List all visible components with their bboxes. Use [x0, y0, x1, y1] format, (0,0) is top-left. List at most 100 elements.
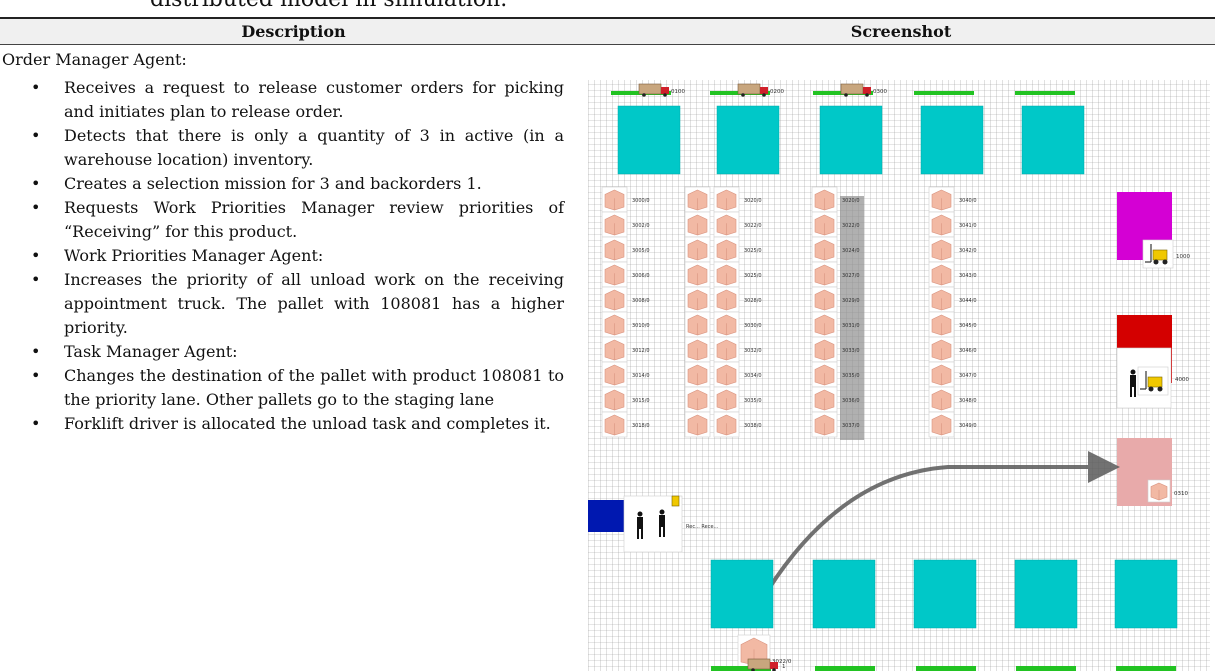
forklift-body	[1147, 376, 1163, 388]
truck-trailer	[840, 83, 864, 95]
person-body	[637, 517, 643, 529]
pallet-icon	[928, 286, 955, 313]
rack-slot-label: 3032/0	[744, 348, 762, 354]
person-body	[659, 515, 665, 527]
truck-wheel	[741, 93, 745, 97]
pallet-icon	[713, 236, 740, 263]
description-item-text: Changes the destination of the pallet wi…	[64, 366, 564, 409]
rack-slot-label: 3035/0	[744, 398, 762, 404]
rack-slot-label: 3020/0	[744, 198, 762, 204]
rack-slot-label: 3008/0	[632, 298, 650, 304]
bullet-icon: •	[31, 198, 41, 217]
description-item-text: Receives a request to release customer o…	[64, 78, 564, 121]
pallet-icon	[928, 311, 955, 338]
bay-bottom	[710, 559, 774, 629]
rack-slot-label: 3015/0	[632, 398, 650, 404]
pallet-icon	[601, 361, 628, 388]
pallet-icon	[928, 411, 955, 438]
pallet-icon	[811, 361, 838, 388]
bay-top	[617, 105, 681, 175]
truck-cab	[760, 87, 768, 94]
header-screenshot: Screenshot	[850, 22, 952, 41]
description-item-text: Detects that there is only a quantity of…	[64, 126, 564, 169]
bullet-icon: •	[31, 246, 41, 265]
order-manager-heading: Order Manager Agent:	[2, 50, 187, 69]
rack-slot-label: 3034/0	[744, 373, 762, 379]
pallet-icon	[713, 361, 740, 388]
truck-cab	[863, 87, 871, 94]
pallet-icon	[684, 336, 711, 363]
pallet-icon	[713, 186, 740, 213]
truck-label: 0100	[671, 89, 685, 95]
pallet-icon	[713, 386, 740, 413]
pallet-icon	[811, 236, 838, 263]
area-label: 0310	[1174, 491, 1188, 497]
rack-slot-label: 3014/0	[632, 373, 650, 379]
pallet-icon	[811, 186, 838, 213]
area-blue	[588, 500, 624, 532]
rack-slot-label: 3036/0	[842, 398, 860, 404]
description-item-text: Increases the priority of all unload wor…	[64, 270, 564, 337]
pallet-icon	[928, 386, 955, 413]
pallet-icon	[601, 311, 628, 338]
person-body	[1130, 375, 1136, 387]
truck-icon	[737, 83, 768, 97]
truck-wheel	[844, 93, 848, 97]
pallet-icon	[811, 211, 838, 238]
bullet-icon: •	[31, 342, 41, 361]
rack-slot-label: 3042/0	[959, 248, 977, 254]
receiving-label: Rec... Rece...	[686, 524, 719, 530]
pallet-icon	[601, 336, 628, 363]
forklift-wheel	[1148, 386, 1154, 392]
bullet-icon: •	[31, 366, 41, 385]
forklift-icon	[1137, 366, 1169, 396]
bullet-icon: •	[31, 414, 41, 433]
rack-slot-label: 3002/0	[632, 223, 650, 229]
bay-bottom	[1114, 559, 1178, 629]
description-item: •Requests Work Priorities Manager review…	[0, 196, 564, 244]
rack-slot-label: 3029/0	[842, 298, 860, 304]
dock-bar-top	[914, 91, 974, 95]
description-item: •Creates a selection mission for 3 and b…	[0, 172, 564, 196]
rack-slot-label: 3048/0	[959, 398, 977, 404]
pallet-icon	[713, 261, 740, 288]
truck-trailer	[638, 83, 662, 95]
dock-bar-bottom	[711, 666, 771, 671]
bay-top	[716, 105, 780, 175]
area-label: 1000	[1176, 254, 1190, 260]
pallet-icon	[713, 311, 740, 338]
pick-aisle-shadow	[840, 196, 864, 440]
table-header-background	[0, 19, 1215, 44]
rack-slot-label: 3040/0	[959, 198, 977, 204]
description-cell: Order Manager Agent: • Receives a request…	[0, 48, 580, 436]
truck-wheel	[762, 93, 766, 97]
truck-wheel	[865, 93, 869, 97]
table-header-rule	[0, 44, 1215, 45]
pallet-icon	[928, 261, 955, 288]
rack-slot-label: 3031/0	[842, 323, 860, 329]
description-list: • Receives a request to release customer …	[0, 76, 580, 436]
pallet-icon	[713, 336, 740, 363]
pallet-icon	[713, 286, 740, 313]
truck-trailer	[737, 83, 761, 95]
person-icon	[637, 511, 643, 539]
truck-label: 1	[782, 664, 786, 670]
rack-slot-label: 3018/0	[632, 423, 650, 429]
rack-slot-label: 3005/0	[632, 248, 650, 254]
rack-slot-label: 3037/0	[842, 423, 860, 429]
pallet-icon	[713, 211, 740, 238]
description-item: •Task Manager Agent:	[0, 340, 564, 364]
person-head	[637, 511, 643, 517]
truck-icon	[638, 83, 669, 97]
header-description: Description	[241, 22, 346, 41]
pallet-icon	[601, 386, 628, 413]
truck-icon	[840, 83, 871, 97]
bay-bottom	[913, 559, 977, 629]
truck-trailer	[747, 658, 771, 670]
description-item: •Increases the priority of all unload wo…	[0, 268, 564, 340]
rack-slot-label: 3028/0	[744, 298, 762, 304]
dock-bar-bottom	[1116, 666, 1176, 671]
pallet-icon	[811, 411, 838, 438]
